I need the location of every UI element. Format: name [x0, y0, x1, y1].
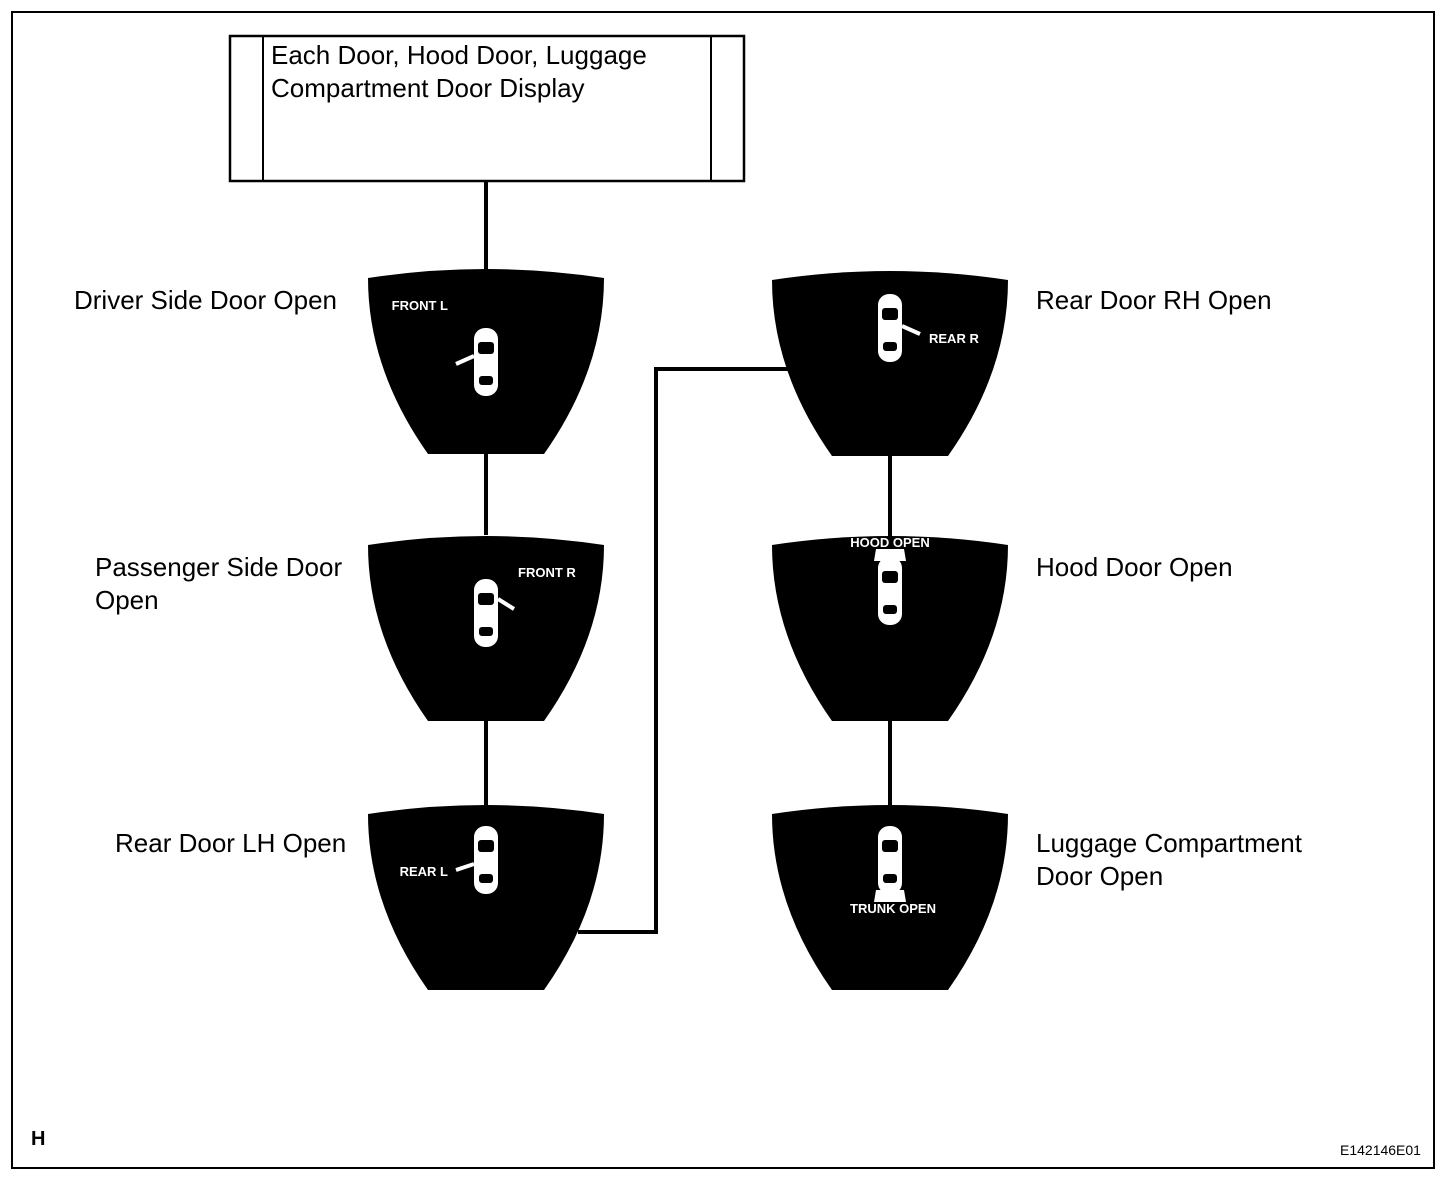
display-text-rear-l: REAR L [400, 864, 448, 879]
label-luggage-compartment-line-2: Door Open [1036, 861, 1164, 891]
label-passenger-side-door-line-1: Passenger Side Door [95, 552, 343, 582]
label-hood-door-open: Hood Door Open [1036, 552, 1233, 582]
panel-rear-rh-door: REAR R [772, 271, 1008, 456]
title-box: Each Door, Hood Door, Luggage Compartmen… [228, 34, 746, 183]
connector-lines [484, 181, 892, 934]
display-text-trunk-open: TRUNK OPEN [850, 901, 936, 916]
label-rear-door-rh-open: Rear Door RH Open [1036, 285, 1272, 315]
panel-trunk-door: TRUNK OPEN [772, 805, 1008, 990]
display-text-rear-r: REAR R [929, 331, 979, 346]
car-icon [455, 826, 498, 894]
outer-border [11, 11, 1435, 1169]
label-passenger-side-door-line-2: Open [95, 585, 159, 615]
figure-id: E142146E01 [1340, 1142, 1421, 1158]
panel-driver-door: FRONT L [368, 269, 604, 454]
car-icon [455, 328, 498, 396]
panel-passenger-door: FRONT R [368, 536, 604, 721]
car-icon [878, 294, 921, 362]
title-line-1: Each Door, Hood Door, Luggage [271, 40, 647, 70]
connector-rear-lh-rear-rh [578, 367, 790, 934]
panel-hood-door: HOOD OPEN [772, 535, 1008, 721]
display-text-front-l: FRONT L [392, 298, 448, 313]
footer-left-mark: H [31, 1128, 46, 1150]
display-text-front-r: FRONT R [518, 565, 576, 580]
panel-rear-lh-door: REAR L [368, 805, 604, 990]
car-icon [874, 549, 906, 625]
title-line-2: Compartment Door Display [271, 73, 585, 103]
display-text-hood-open: HOOD OPEN [850, 535, 929, 550]
label-driver-side-door-open: Driver Side Door Open [74, 285, 337, 315]
label-luggage-compartment-line-1: Luggage Compartment [1036, 828, 1302, 858]
label-rear-door-lh-open: Rear Door LH Open [115, 828, 347, 858]
car-icon [874, 826, 906, 902]
car-icon [474, 579, 516, 647]
